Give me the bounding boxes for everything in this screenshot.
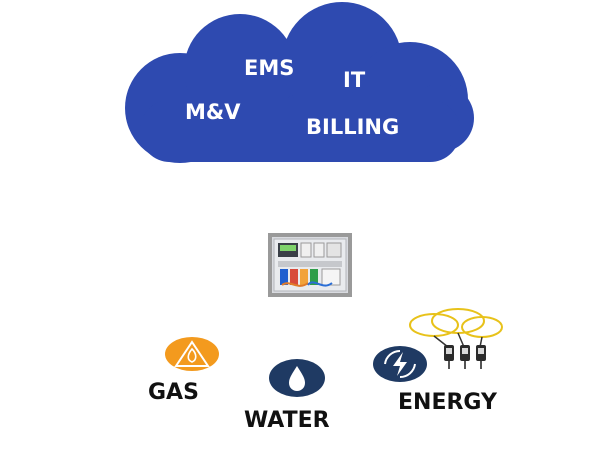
label-ems: EMS (244, 56, 295, 80)
flame-icon (165, 337, 219, 371)
gas-label: GAS (148, 380, 199, 405)
label-billing: BILLING (306, 115, 400, 139)
energy-label: ENERGY (398, 390, 497, 415)
label-it: IT (343, 68, 366, 92)
water-drop-icon (269, 359, 325, 397)
lightning-icon (373, 346, 427, 382)
cloud-shape (125, 2, 474, 163)
label-mv: M&V (185, 100, 241, 124)
meter-panel-icon (268, 233, 352, 297)
water-label: WATER (244, 408, 330, 433)
current-sensor-icon (409, 308, 503, 369)
